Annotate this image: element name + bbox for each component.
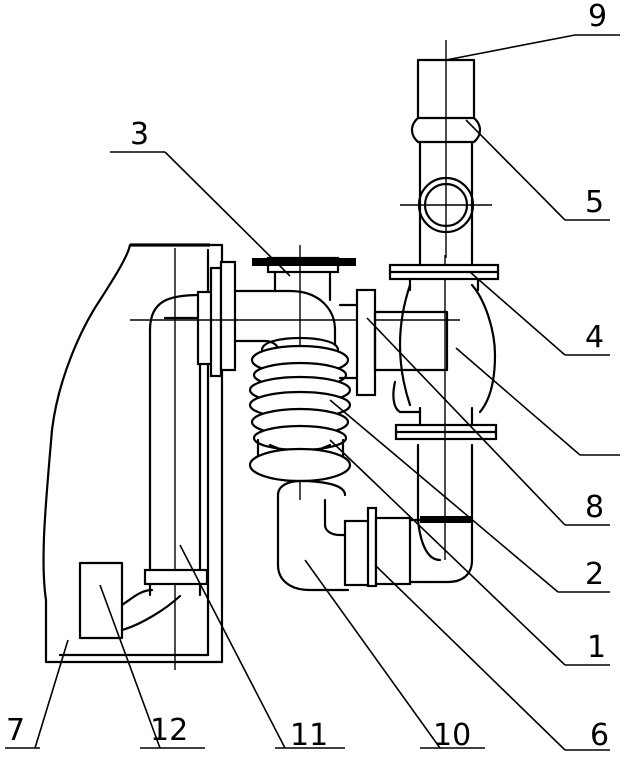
callout-2: 2	[585, 557, 604, 592]
callout-1: 1	[587, 630, 606, 665]
callout-11: 11	[290, 718, 328, 753]
upper-flange	[388, 263, 500, 292]
callout-4: 4	[585, 320, 604, 355]
motor-box	[78, 561, 182, 640]
callout-labels: 9 5 3 4 8 2 1 7 12 11 10 6	[6, 0, 609, 753]
coupling	[343, 506, 427, 588]
callout-12: 12	[150, 713, 188, 748]
lower-elbow	[276, 479, 350, 592]
tank-housing	[42, 243, 224, 670]
callout-5: 5	[585, 185, 604, 220]
callout-6: 6	[590, 718, 609, 753]
tank-side-flanges	[196, 260, 237, 378]
leader-lines	[5, 34, 620, 751]
callout-9: 9	[588, 0, 607, 34]
outlet-pipe	[400, 40, 492, 267]
callout-7: 7	[6, 713, 25, 748]
bellows	[248, 336, 352, 483]
pump-body	[338, 255, 497, 560]
callout-10: 10	[433, 718, 471, 753]
top-connector	[130, 245, 460, 500]
callout-8: 8	[585, 490, 604, 525]
callout-3: 3	[130, 117, 149, 152]
